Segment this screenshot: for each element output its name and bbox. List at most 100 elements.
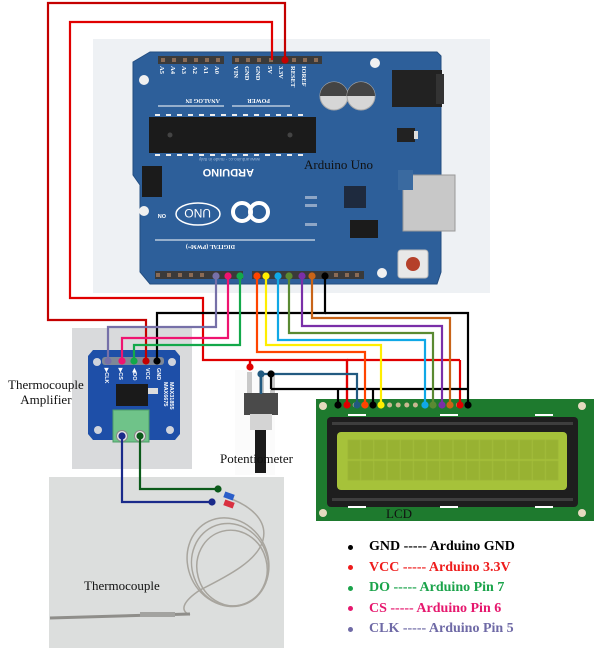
svg-text:A4: A4 (169, 66, 176, 75)
wire-connection-dot (212, 272, 220, 280)
svg-text:ARDUINO: ARDUINO (202, 166, 254, 178)
lcd-pin-pad (412, 402, 418, 408)
wire-connection-dot (421, 401, 429, 409)
wire-lcd-pin10 (276, 278, 427, 405)
wire-connection-dot (369, 401, 377, 409)
amplifier-label: Thermocouple Amplifier (8, 377, 84, 407)
icsp-header (142, 166, 162, 197)
section-digital-label: DIGITAL (PWM~) (186, 243, 235, 250)
wire-connection-dot (130, 357, 138, 365)
lcd-char-cell (532, 439, 546, 460)
led-label-on: ON (158, 212, 166, 218)
pin-legend: GND ----- Arduino GND VCC ----- Arduino … (340, 537, 515, 640)
svg-text:A3: A3 (180, 66, 187, 75)
header-pin (334, 273, 338, 277)
lcd-char-cell (492, 439, 506, 460)
legend-item-do: DO ----- Arduino Pin 7 (340, 578, 515, 599)
lcd-char-cell (519, 460, 532, 481)
amp-chip-label: MAX6675 (162, 382, 168, 406)
lcd-char-cell (413, 460, 427, 481)
svg-text:VIN: VIN (232, 66, 239, 78)
connector-blue (223, 491, 235, 501)
wire-connection-dot (334, 401, 342, 409)
legend-item-vcc: VCC ----- Arduino 3.3V (340, 558, 515, 579)
lcd-char-cell (479, 460, 493, 481)
wire-connection-dot (118, 432, 126, 440)
wire-connection-dot (236, 272, 244, 280)
wire-connection-dot (136, 432, 144, 440)
bullet-icon (348, 626, 353, 632)
wire-clk (106, 278, 218, 360)
wire-thermo-plus (138, 436, 218, 491)
wire-connection-dot (429, 401, 437, 409)
lcd-char-cell (545, 439, 559, 460)
lcd-char-cell (545, 460, 559, 481)
board-chip-text: www.arduino.cc - made in Italy (198, 157, 260, 162)
potentiometer-shaft (255, 430, 266, 473)
thermocouple-cable (183, 496, 270, 616)
mounting-hole (370, 58, 380, 68)
wire-do (132, 278, 242, 360)
thermocouple-label: Thermocouple (84, 578, 160, 593)
potentiometer-body (244, 393, 278, 415)
wire-5v (68, 20, 349, 405)
power-header (232, 56, 322, 64)
wire-connection-dot (208, 498, 216, 506)
wire-lcd-pin11 (287, 278, 435, 405)
bullet-icon (348, 565, 353, 571)
lcd-char-cell (466, 460, 480, 481)
svg-text:5V: 5V (266, 66, 273, 74)
wire-connection-dot (281, 56, 289, 64)
header-pin (178, 273, 182, 277)
wire-connection-dot (353, 401, 361, 409)
lcd-char-cell (505, 439, 519, 460)
svg-text:MAX31855: MAX31855 (168, 382, 174, 410)
wire-lcd-pin12 (300, 278, 444, 405)
wire-connection-dot (224, 272, 232, 280)
amp-pin-label-cs: ▶CS (117, 367, 124, 380)
mounting-hole (377, 268, 387, 278)
legend-item-gnd: GND ----- Arduino GND (340, 537, 515, 558)
amplifier-label-line2: Amplifier (20, 392, 72, 407)
icsp-header-2 (350, 220, 378, 238)
svg-text:UNO: UNO (184, 206, 211, 220)
lcd-char-cell (400, 439, 414, 460)
legend-item-cs: CS ----- Arduino Pin 6 (340, 599, 515, 620)
wire-connection-dot (298, 272, 306, 280)
wire-connection-dot (456, 401, 464, 409)
bullet-icon (348, 606, 353, 612)
legend-text: CS ----- Arduino Pin 6 (369, 600, 502, 616)
analog-header (158, 56, 224, 64)
lcd-char-cell (439, 460, 453, 481)
digital-header-low (155, 271, 243, 279)
legend-text: CLK ----- Arduino Pin 5 (369, 621, 514, 636)
section-power-label: POWER (247, 97, 270, 103)
legend-item-clk: CLK ----- Arduino Pin 5 (340, 619, 515, 640)
header-pin (200, 273, 204, 277)
digital-header-high (252, 271, 364, 279)
lcd-char-cell (505, 460, 519, 481)
lcd-char-cell (387, 439, 401, 460)
mounting-hole (139, 75, 149, 85)
header-pin (189, 273, 193, 277)
wire-thermo-minus (120, 436, 212, 504)
wire-connection-dot (118, 357, 126, 365)
lcd-char-cell (387, 460, 401, 481)
legend-text: DO ----- Arduino Pin 7 (369, 580, 505, 595)
lcd-label: LCD (386, 506, 412, 521)
lcd-char-cell (519, 439, 532, 460)
wire-connection-dot (153, 357, 161, 365)
connection-dots (104, 56, 472, 506)
wire-connection-dot (446, 401, 454, 409)
power-jack (392, 70, 442, 107)
amp-pin-label-do: ◀DO (131, 367, 138, 381)
lcd-char-cell (466, 439, 480, 460)
svg-text:A1: A1 (202, 66, 209, 74)
lcd-char-cell (453, 460, 467, 481)
bullet-icon (348, 544, 353, 550)
pin-label-a5: A5 (158, 66, 165, 75)
wire-connection-dot (343, 401, 351, 409)
header-pin (167, 273, 171, 277)
lcd-char-cell (439, 439, 453, 460)
